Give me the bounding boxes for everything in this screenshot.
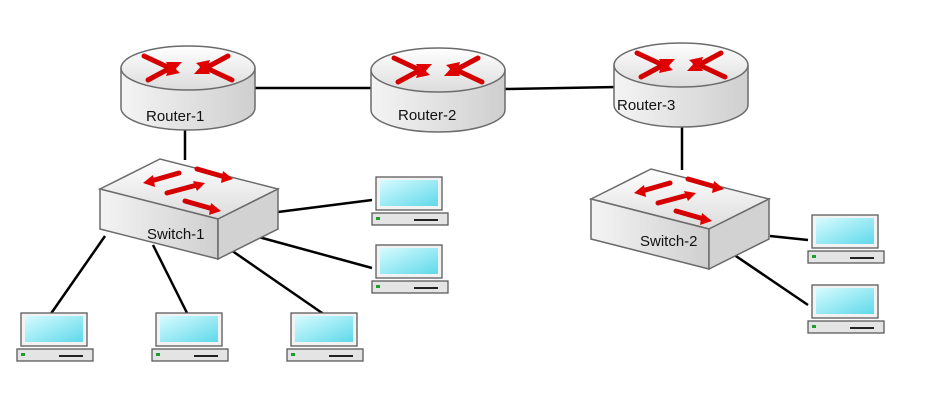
router-icon: Router-2 bbox=[371, 48, 505, 132]
router-1-label: Router-1 bbox=[146, 108, 204, 125]
pc-icon bbox=[807, 284, 885, 334]
links bbox=[48, 85, 809, 317]
link-s1-pc1 bbox=[48, 235, 107, 316]
router-icon: Router-3 bbox=[614, 43, 748, 127]
switch-icon: Switch-1 bbox=[100, 159, 278, 259]
pc-icon bbox=[371, 176, 449, 226]
pc-icon bbox=[16, 312, 94, 362]
pc-icon bbox=[151, 312, 229, 362]
link-s1-pc4 bbox=[277, 198, 373, 214]
router-2-label: Router-2 bbox=[398, 107, 456, 124]
link-r2-r3 bbox=[504, 85, 618, 91]
switch-2-label: Switch-2 bbox=[640, 233, 698, 250]
link-s2-pc6 bbox=[769, 234, 809, 242]
switch-icon: Switch-2 bbox=[591, 169, 769, 269]
pc-icon bbox=[286, 312, 364, 362]
pc-icon bbox=[371, 244, 449, 294]
switch-1-label: Switch-1 bbox=[147, 226, 205, 243]
pc-icon bbox=[807, 214, 885, 264]
link-s1-pc5 bbox=[254, 234, 373, 270]
router-3-label: Router-3 bbox=[617, 97, 675, 114]
link-s2-pc7 bbox=[726, 248, 809, 307]
link-s1-pc3 bbox=[227, 246, 326, 317]
link-s1-pc2 bbox=[151, 244, 190, 316]
router-icon: Router-1 bbox=[121, 46, 255, 130]
